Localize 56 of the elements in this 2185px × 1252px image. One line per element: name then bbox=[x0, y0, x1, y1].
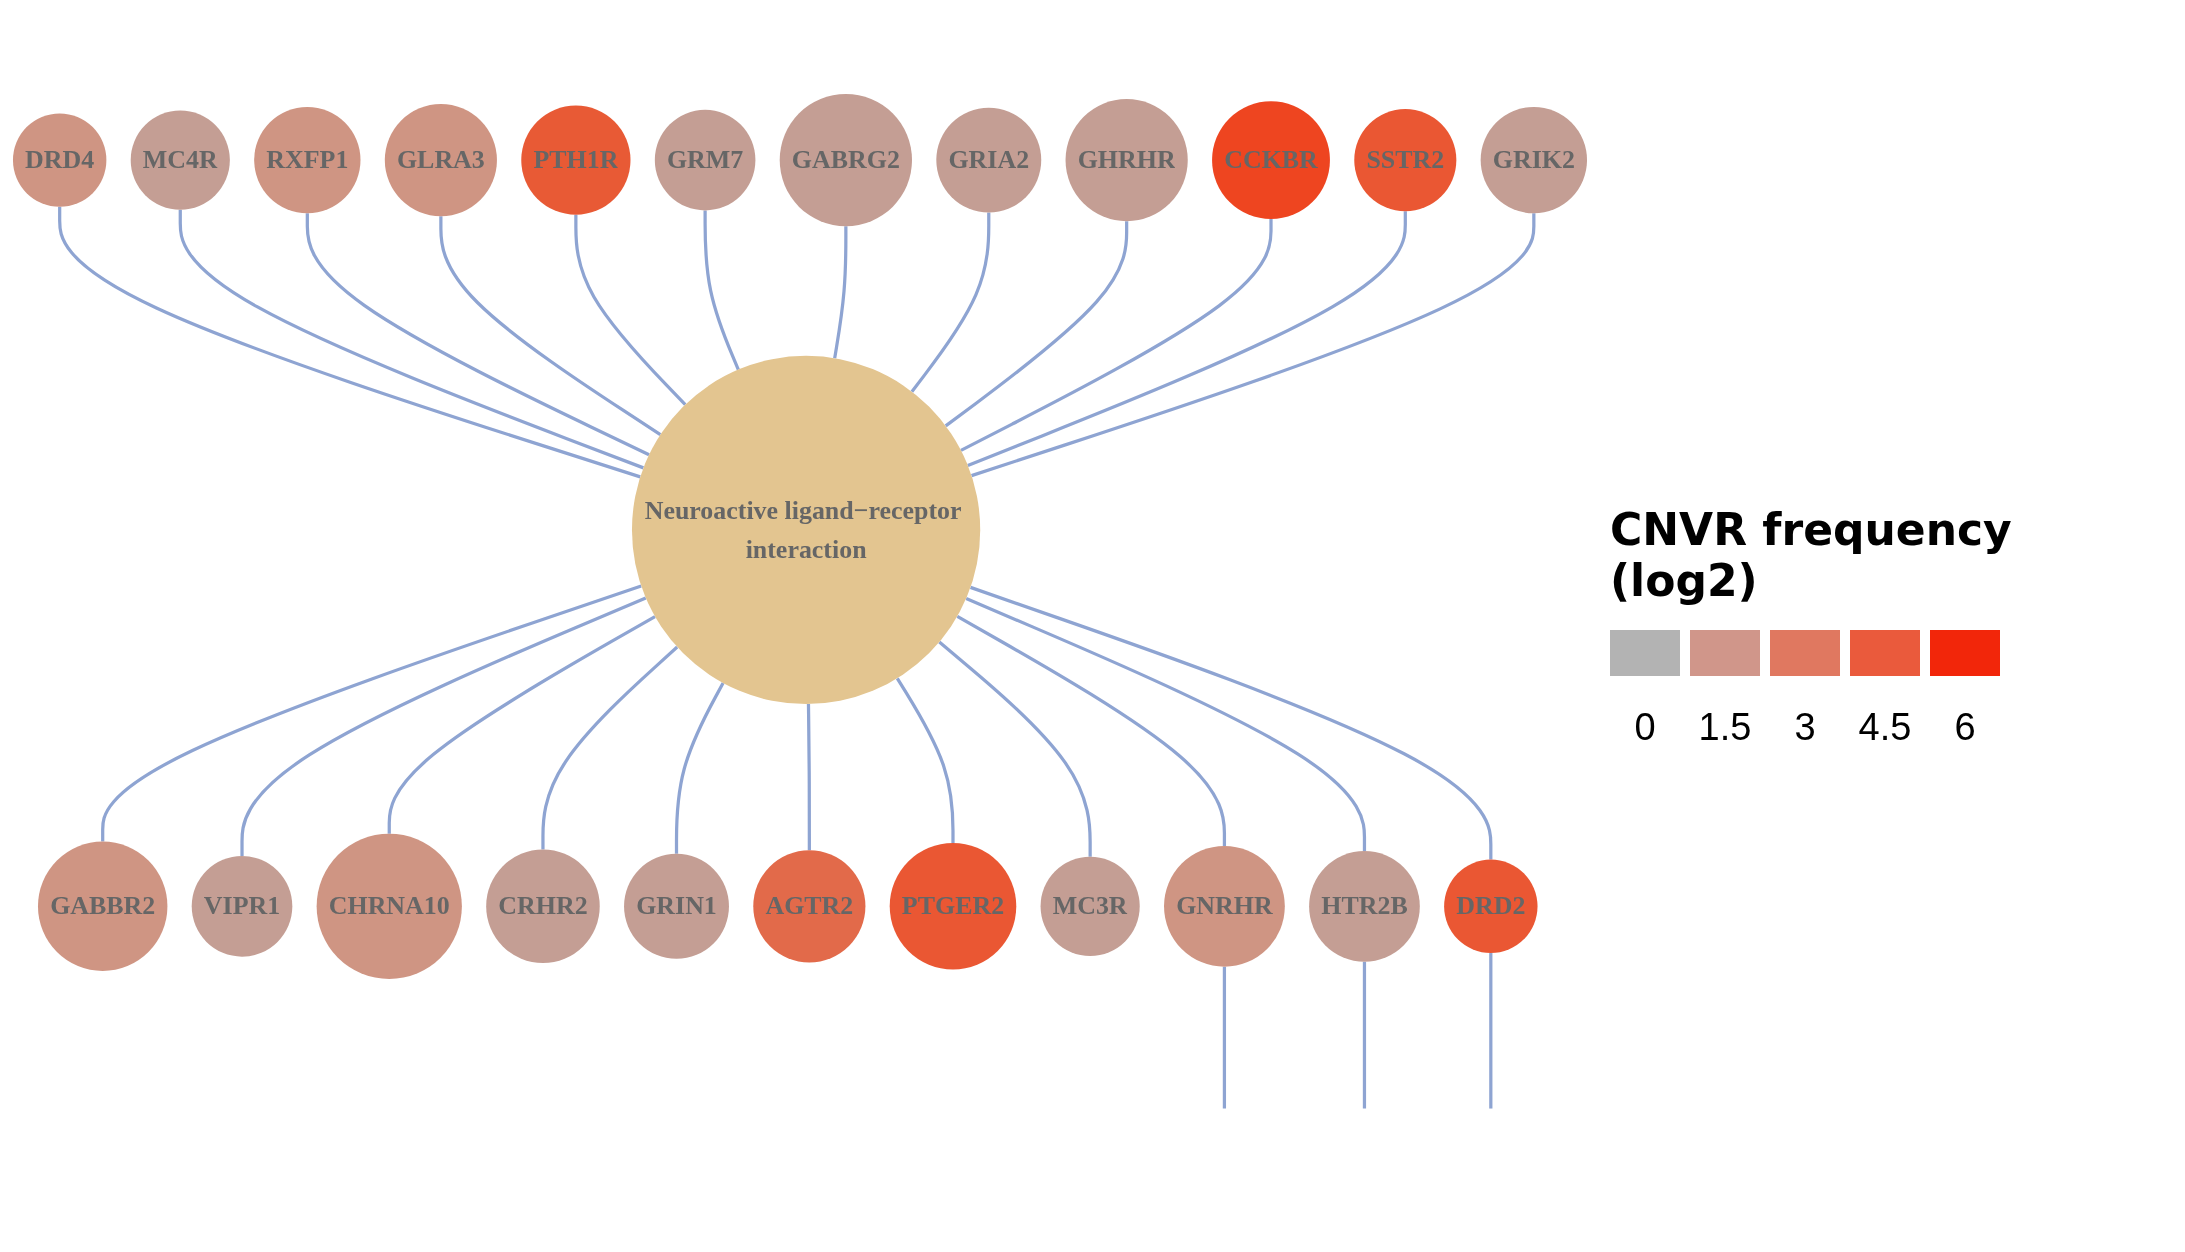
node-circle: DRD4 bbox=[12, 113, 107, 208]
node-circle: GRM7 bbox=[654, 110, 756, 211]
legend-label: 4.5 bbox=[1858, 705, 1912, 749]
connector bbox=[965, 597, 1367, 852]
connector bbox=[703, 210, 740, 371]
node-circle: VIPR1 bbox=[191, 856, 293, 958]
connector bbox=[58, 207, 641, 479]
node-circle: GRIN1 bbox=[624, 854, 729, 960]
node-circle: GRIK2 bbox=[1480, 107, 1588, 214]
legend-label: 0 bbox=[1634, 705, 1656, 749]
node-circle: RXFP1 bbox=[254, 107, 361, 214]
node-circle: CRHR2 bbox=[486, 850, 600, 964]
connector bbox=[1222, 967, 1227, 1109]
connector bbox=[541, 646, 679, 850]
connector bbox=[240, 596, 647, 857]
node-circle: Neuroactive ligand−receptor interaction bbox=[631, 356, 981, 705]
node-circle: HTR2B bbox=[1309, 851, 1420, 963]
legend-title: CNVR frequency (log2) bbox=[1610, 503, 2013, 606]
connector bbox=[305, 213, 650, 457]
connector bbox=[910, 213, 991, 394]
node-circle: MC4R bbox=[130, 111, 230, 211]
connector bbox=[944, 221, 1129, 428]
connector bbox=[960, 219, 1273, 453]
legend-label: 6 bbox=[1954, 705, 1976, 749]
connector bbox=[387, 615, 656, 835]
connector bbox=[895, 677, 955, 844]
node-circle: GABRG2 bbox=[779, 94, 912, 227]
node-circle: CHRNA10 bbox=[316, 834, 462, 980]
legend-label: 3 bbox=[1794, 705, 1816, 749]
connector bbox=[674, 682, 725, 855]
node-circle: CCKBR bbox=[1212, 101, 1330, 220]
connector bbox=[969, 586, 1493, 861]
node-circle: DRD2 bbox=[1444, 860, 1538, 954]
node-circle: SSTR2 bbox=[1354, 109, 1457, 212]
node-circle: GNRHR bbox=[1164, 846, 1285, 968]
node-circle: GRIA2 bbox=[936, 108, 1042, 214]
node-circle: GABBR2 bbox=[38, 842, 168, 972]
connector bbox=[967, 211, 1407, 468]
connector bbox=[178, 210, 644, 470]
connector bbox=[439, 216, 662, 437]
node-circle: AGTR2 bbox=[753, 850, 866, 963]
connector bbox=[574, 215, 687, 407]
connector bbox=[938, 641, 1092, 858]
connector bbox=[101, 584, 642, 843]
connector bbox=[956, 615, 1227, 847]
node-circle: GHRHR bbox=[1065, 99, 1188, 222]
connector bbox=[971, 213, 1536, 478]
connector bbox=[1362, 962, 1367, 1109]
connector bbox=[833, 226, 848, 359]
node-circle: PTGER2 bbox=[889, 843, 1017, 971]
node-circle: GLRA3 bbox=[384, 104, 497, 217]
legend-label: 1.5 bbox=[1698, 705, 1752, 749]
node-circle: MC3R bbox=[1040, 857, 1140, 957]
node-circle: PTH1R bbox=[521, 105, 631, 216]
connector bbox=[806, 704, 811, 851]
connector bbox=[1489, 953, 1493, 1109]
